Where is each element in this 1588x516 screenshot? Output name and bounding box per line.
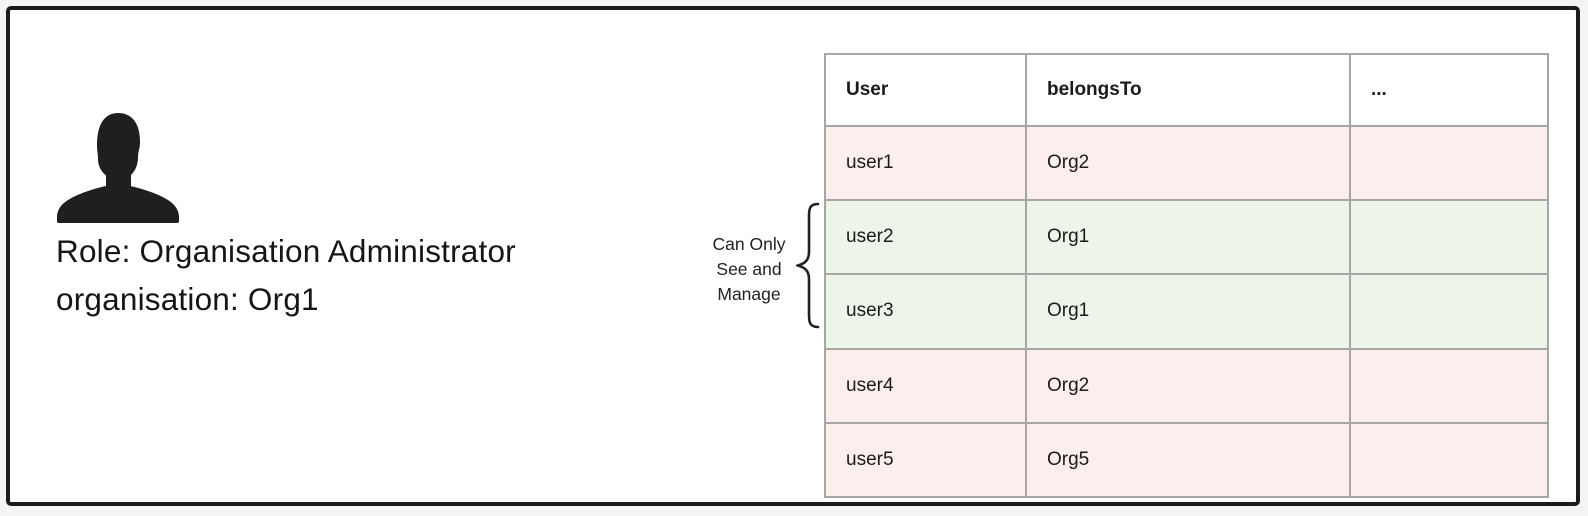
extra-cell	[1349, 347, 1549, 424]
table-header-row: User belongsTo ...	[824, 53, 1549, 127]
extra-cell	[1349, 124, 1549, 202]
user-cell: user2	[824, 199, 1027, 276]
belongsto-cell: Org1	[1025, 273, 1351, 350]
can-only-see-and-manage-label: Can Only See and Manage	[704, 232, 794, 307]
user-cell: user5	[824, 421, 1027, 499]
user-cell: user1	[824, 124, 1027, 202]
annotation-line: Can Only	[712, 234, 786, 254]
extra-cell	[1349, 273, 1549, 350]
header-ellipsis: ...	[1349, 53, 1549, 127]
header-belongsto: belongsTo	[1025, 53, 1351, 127]
user-cell: user4	[824, 347, 1027, 424]
belongsto-cell: Org2	[1025, 124, 1351, 202]
user-cell: user3	[824, 273, 1027, 350]
annotation-line: See and	[716, 259, 782, 279]
extra-cell	[1349, 421, 1549, 499]
person-silhouette-icon	[57, 113, 179, 223]
role-caption: Role: Organisation Administrator organis…	[56, 227, 516, 323]
organisation-line: organisation: Org1	[56, 281, 319, 317]
header-user: User	[824, 53, 1027, 127]
belongsto-cell: Org1	[1025, 199, 1351, 276]
curly-brace-icon	[796, 202, 820, 329]
extra-cell	[1349, 199, 1549, 276]
belongsto-cell: Org2	[1025, 347, 1351, 424]
diagram-frame: Role: Organisation Administrator organis…	[6, 6, 1580, 506]
annotation-line: Manage	[717, 284, 781, 304]
role-line: Role: Organisation Administrator	[56, 233, 516, 269]
belongsto-cell: Org5	[1025, 421, 1351, 499]
